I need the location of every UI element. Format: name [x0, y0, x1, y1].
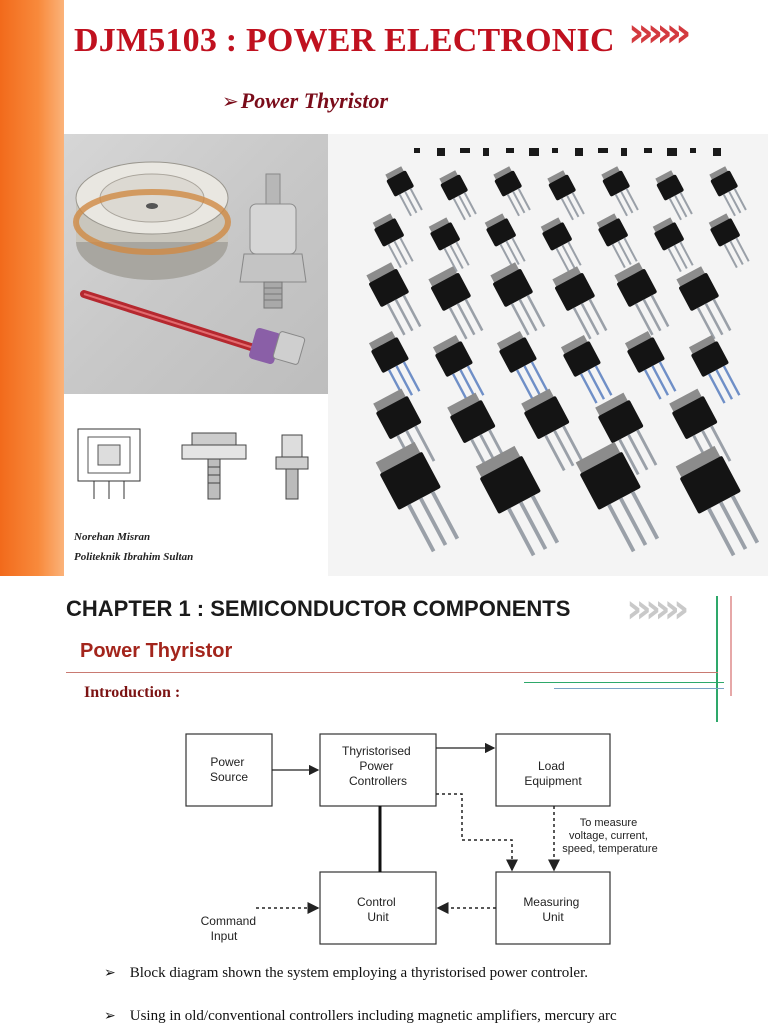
subtitle-text: Power Thyristor — [240, 88, 389, 113]
block-diagram: Power Source Thyristorised Power Control… — [185, 733, 658, 945]
controllers-block — [319, 733, 437, 807]
orange-side-bar — [0, 0, 64, 576]
arrow-bullet-icon: ➢ — [222, 89, 239, 113]
measuring-unit-label: Measuring Unit — [523, 895, 582, 924]
power-source-label: Power Source — [210, 755, 248, 784]
accent-line — [554, 688, 724, 689]
slide-title-heading: DJM5103 : POWER ELECTRONIC — [74, 22, 615, 59]
bullet-text: Using in old/conventional controllers in… — [129, 1008, 617, 1024]
accent-line — [730, 596, 732, 696]
control-unit-block — [319, 871, 437, 945]
slide-title: DJM5103 : POWER ELECTRONIC »»» ➢Power Th… — [0, 0, 768, 576]
measuring-unit-block — [495, 871, 611, 945]
components-photo — [328, 134, 768, 576]
chapter-title: CHAPTER 1 : SEMICONDUCTOR COMPONENTS — [66, 596, 571, 621]
introduction-heading: Introduction : — [84, 684, 181, 701]
construction-drawing — [64, 415, 328, 515]
controllers-label: Thyristorised Power Controllers — [342, 744, 414, 788]
section-subtitle: Power Thyristor — [80, 640, 233, 662]
thyristor-photo — [64, 134, 328, 394]
divider — [66, 672, 718, 673]
slide-introduction: CHAPTER 1 : SEMICONDUCTOR COMPONENTS »»»… — [0, 576, 768, 1024]
chevron-icon: »»» — [626, 586, 689, 632]
command-input-label: Command Input — [201, 914, 260, 943]
load-block — [495, 733, 611, 807]
bullet-item: ➢ Block diagram shown the system employin… — [104, 965, 588, 982]
chevron-icon: »»» — [628, 10, 691, 56]
arrow-controllers-to-measuring — [436, 793, 518, 872]
power-source-block — [185, 733, 273, 807]
slide-subtitle: ➢Power Thyristor — [222, 88, 388, 114]
accent-line — [716, 596, 718, 722]
load-label: Load Equipment — [524, 759, 582, 788]
author-name: Norehan Misran — [74, 531, 151, 543]
accent-line — [524, 682, 724, 683]
arrow-bullet-icon: ➢ — [104, 965, 116, 981]
bullet-item: ➢ Using in old/conventional controllers i… — [104, 1008, 617, 1024]
bullet-text: Block diagram shown the system employing… — [129, 965, 588, 981]
control-unit-label: Control Unit — [357, 895, 399, 924]
measure-annotation: To measure voltage, current, speed, temp… — [562, 817, 657, 855]
arrow-bullet-icon: ➢ — [104, 1008, 116, 1024]
institution-name: Politeknik Ibrahim Sultan — [74, 551, 194, 563]
